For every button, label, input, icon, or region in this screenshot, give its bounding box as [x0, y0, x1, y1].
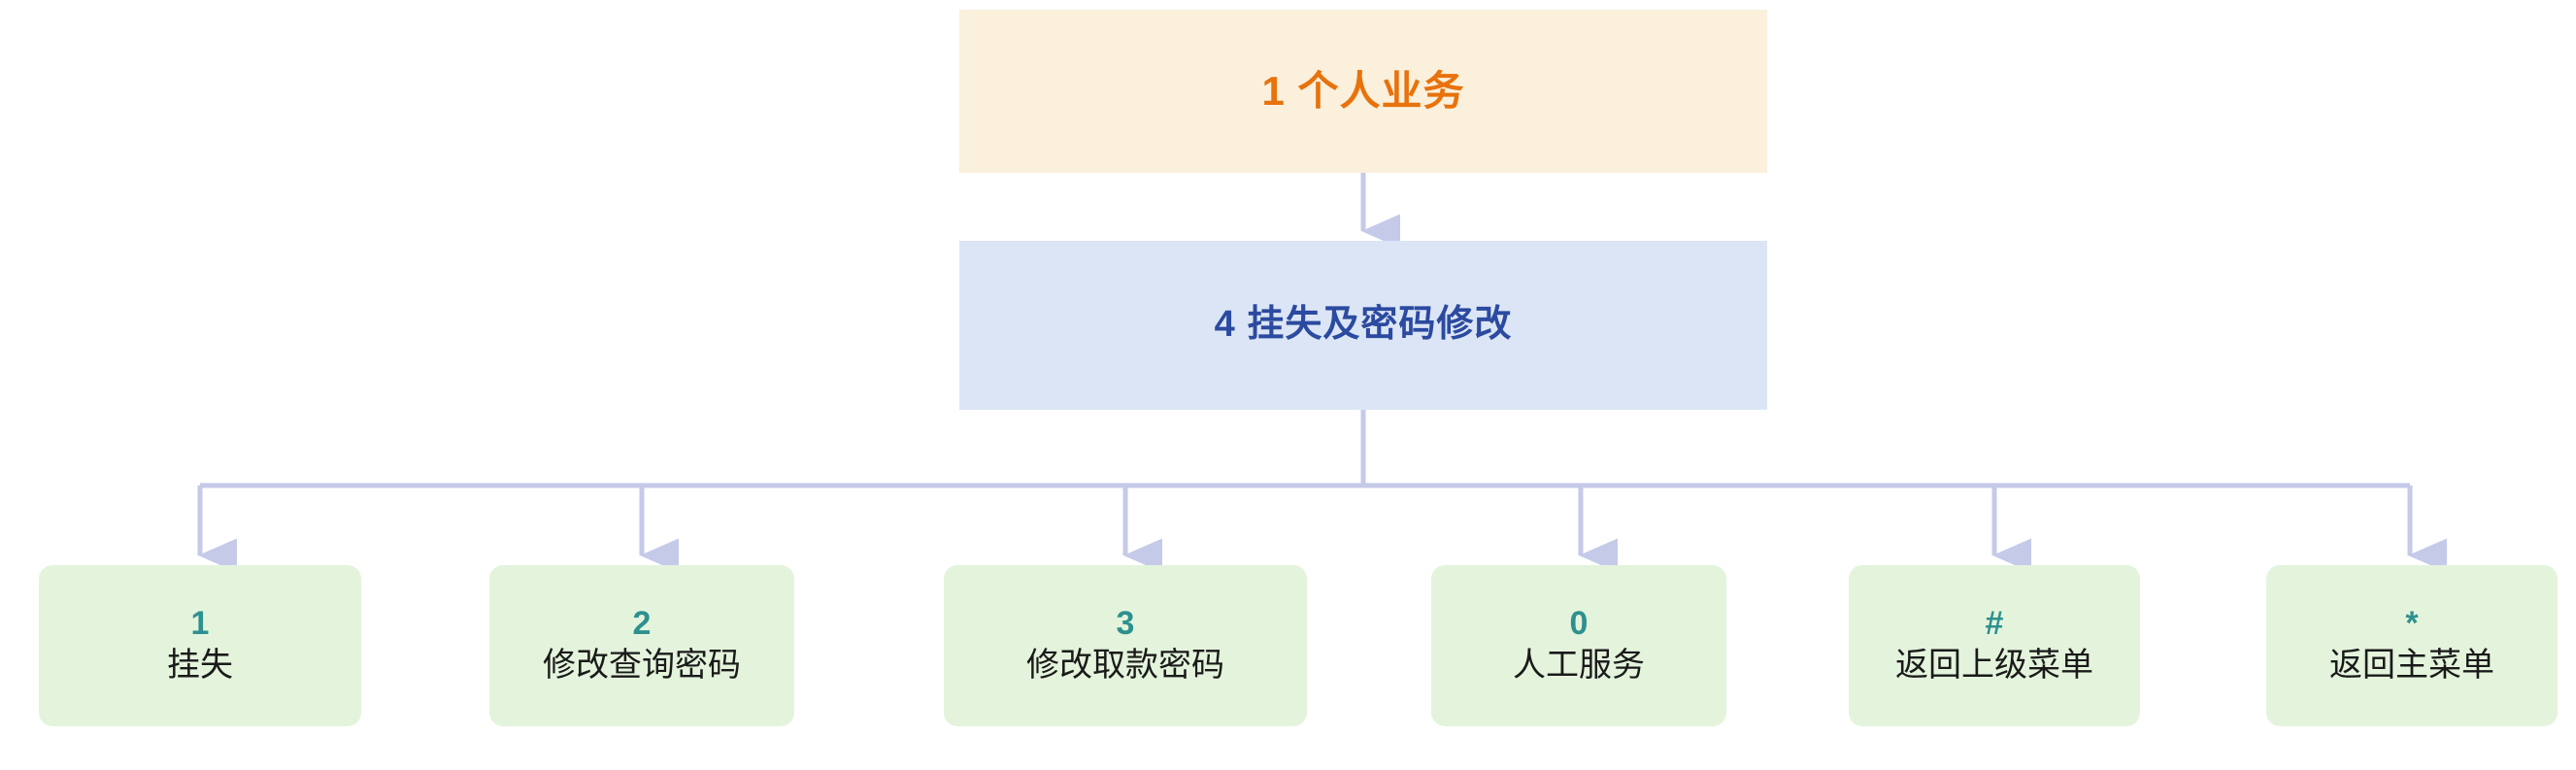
leaf-label: 修改取款密码	[1026, 647, 1224, 685]
leaf-key: *	[2405, 604, 2419, 642]
node-leaf-back-to-parent-menu[interactable]: # 返回上级菜单	[1849, 565, 2140, 726]
leaf-key: #	[1985, 604, 2004, 642]
node-leaf-change-withdrawal-password[interactable]: 3 修改取款密码	[944, 565, 1307, 726]
leaf-label: 挂失	[167, 647, 233, 685]
leaf-key: 3	[1116, 604, 1135, 642]
leaf-label: 人工服务	[1513, 647, 1645, 685]
node-leaf-manual-service[interactable]: 0 人工服务	[1431, 565, 1726, 726]
leaf-key: 0	[1569, 604, 1589, 642]
node-leaf-report-loss[interactable]: 1 挂失	[39, 565, 361, 726]
node-leaf-back-to-main-menu[interactable]: * 返回主菜单	[2266, 565, 2558, 726]
node-root-title: 1 个人业务	[1261, 67, 1465, 114]
node-branch-loss-and-password[interactable]: 4 挂失及密码修改	[959, 241, 1767, 410]
leaf-key: 1	[190, 604, 210, 642]
node-branch-title: 4 挂失及密码修改	[1214, 304, 1513, 346]
leaf-label: 返回上级菜单	[1895, 647, 2093, 685]
leaf-label: 修改查询密码	[543, 647, 741, 685]
node-root-personal-business[interactable]: 1 个人业务	[959, 10, 1767, 173]
leaf-key: 2	[632, 604, 652, 642]
node-leaf-change-query-password[interactable]: 2 修改查询密码	[489, 565, 794, 726]
leaf-label: 返回主菜单	[2329, 647, 2494, 685]
